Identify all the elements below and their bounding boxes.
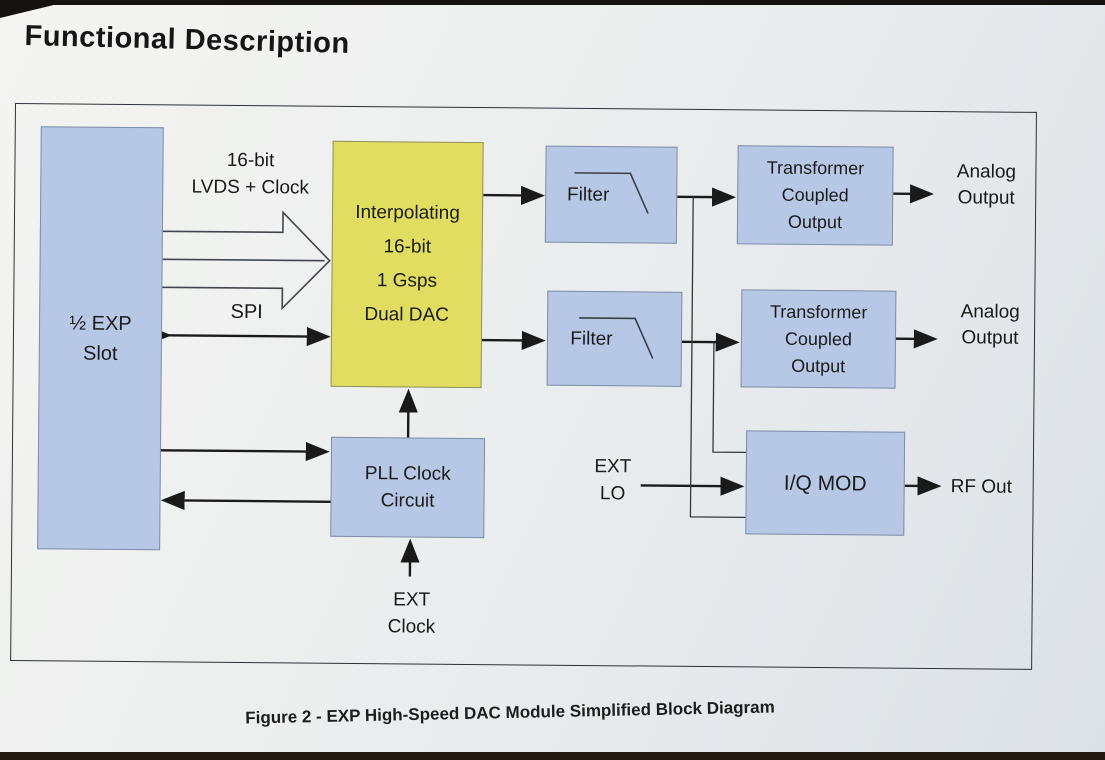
arrow-dac-to-filter2 xyxy=(481,330,546,351)
text-line: Coupled xyxy=(784,328,853,349)
block-diagram: ½ EXP Slot Interpolating 16-bit 1 Gsps D… xyxy=(10,103,1037,670)
block-pll-clock-circuit: PLL Clock Circuit xyxy=(330,436,486,539)
label-spi: SPI xyxy=(230,300,263,324)
text-line: 1 Gsps xyxy=(376,270,438,292)
figure-caption: Figure 2 - EXP High-Speed DAC Module Sim… xyxy=(245,697,775,728)
wire-filter1-branch-to-iqmod xyxy=(689,196,746,519)
block-transformer-output-1: Transformer Coupled Output xyxy=(736,145,894,246)
block-exp-slot: ½ EXP Slot xyxy=(37,126,164,551)
text-line: Analog xyxy=(956,161,1017,183)
text-line: Analog xyxy=(960,301,1020,323)
text-line: Dual DAC xyxy=(364,304,449,326)
text-line: Output xyxy=(957,187,1015,209)
text-line: Output xyxy=(787,211,843,233)
block-dual-dac: Interpolating 16-bit 1 Gsps Dual DAC xyxy=(330,140,484,389)
text-line: EXT xyxy=(393,589,431,611)
lowpass-filter-icon xyxy=(574,172,649,214)
bus-arrow-exp-to-dac xyxy=(162,210,331,311)
block-transformer-output-2: Transformer Coupled Output xyxy=(740,289,897,389)
lowpass-filter-icon xyxy=(579,317,654,359)
text-line: Clock xyxy=(387,616,436,638)
text-line: Slot xyxy=(82,342,118,365)
block-filter-2: Filter xyxy=(546,290,683,387)
label-rf-out: RF Out xyxy=(950,476,1013,498)
block-filter-1: Filter xyxy=(544,145,678,244)
text-line: Output xyxy=(961,327,1019,349)
label-analog-output-1: Analog Output xyxy=(930,159,1042,212)
photo-edge-corner xyxy=(0,3,62,18)
arrow-pll-to-exp xyxy=(160,490,331,511)
text-line: Output xyxy=(791,355,846,376)
arrow-spi-bidirectional xyxy=(147,325,331,347)
text-line: I/Q MOD xyxy=(783,471,867,495)
text-line: Interpolating xyxy=(355,201,460,224)
text-line: Transformer xyxy=(769,301,868,322)
photo-edge-top xyxy=(0,0,1105,5)
text-line: 16-bit xyxy=(383,236,432,258)
diagram-wires xyxy=(147,184,942,577)
label-lvds-bus: 16-bit LVDS + Clock xyxy=(165,146,335,201)
page-title: Functional Description xyxy=(24,20,351,60)
text-line: LVDS + Clock xyxy=(191,176,310,199)
text-line: Coupled xyxy=(781,184,849,206)
text-line: PLL Clock xyxy=(364,463,451,485)
wire-filter2-branch-to-iqmod xyxy=(712,342,746,454)
label-ext-lo: EXT LO xyxy=(570,453,654,508)
photo-edge-bottom xyxy=(0,752,1105,760)
text-line: Circuit xyxy=(380,490,435,512)
label-analog-output-2: Analog Output xyxy=(934,299,1046,352)
text-line: EXT xyxy=(594,456,632,478)
block-iq-mod: I/Q MOD xyxy=(745,430,906,536)
label-ext-clock: EXT Clock xyxy=(366,586,456,641)
text-line: 16-bit xyxy=(226,149,275,172)
text-line: Transformer xyxy=(766,157,865,179)
text-line: ½ EXP xyxy=(69,311,132,335)
branch-wires-to-iqmod xyxy=(689,196,746,519)
text-line: LO xyxy=(599,483,626,505)
arrow-exp-to-pll xyxy=(160,441,330,462)
